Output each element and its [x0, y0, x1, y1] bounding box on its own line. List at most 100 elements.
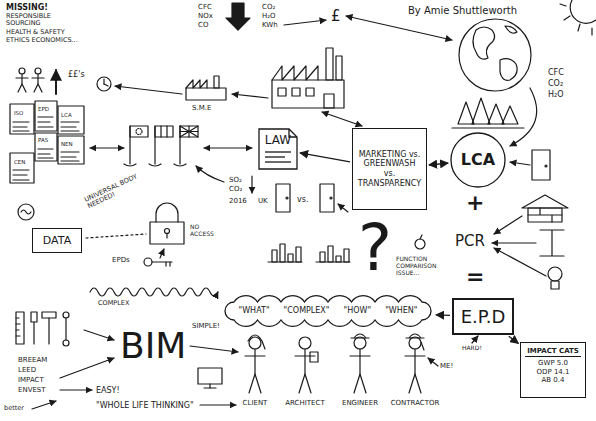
flow-arrow: [428, 358, 438, 366]
tools-sketch: [63, 340, 69, 346]
people-sketch: [350, 355, 370, 356]
stamp-sketch: [18, 204, 34, 220]
emission-label: NOx: [198, 12, 213, 20]
connector-arrow: [429, 163, 448, 165]
doors-sketch: [338, 204, 348, 212]
padlock-sketch: [150, 203, 184, 244]
pcr-label: PCR: [455, 233, 485, 250]
document-stack: [10, 101, 84, 183]
bar-charts: [296, 247, 301, 262]
up-arrow: [55, 70, 57, 94]
stick-figures: [37, 74, 38, 84]
people-sketch: [409, 374, 421, 393]
people-sketch: [304, 349, 305, 374]
building-icons: [492, 242, 536, 243]
bar-charts: [288, 254, 293, 262]
flow-arrow: [115, 86, 362, 126]
tools-sketch: [33, 322, 34, 344]
flow-arrow: [90, 147, 252, 148]
impact-table: IMPACT CATSGWP 5.0ODP 14.1AB 0.4: [520, 342, 586, 398]
document-label: EPD: [38, 106, 49, 112]
flow-arrow: [346, 16, 452, 40]
text-line: [265, 151, 291, 152]
globe-sketch: [473, 27, 495, 59]
document-stack: [35, 101, 57, 131]
role-label: ENGINEER: [342, 399, 378, 407]
flow-arrow: [84, 330, 114, 340]
stamp-sketch: [21, 210, 31, 214]
plus-sign: +: [466, 190, 484, 215]
flow-arrow: [90, 147, 124, 148]
flags-sketch: [180, 126, 198, 137]
sun-sketch: [570, 0, 596, 23]
small-factory-sketch: [214, 76, 219, 88]
people-sketch: [254, 349, 255, 374]
note-text: EASY!: [96, 386, 120, 395]
question-mark: ?: [358, 216, 392, 280]
flags-sketch: [155, 126, 173, 137]
role-label: ARCHITECT: [285, 399, 324, 407]
node-text: GWP 5.0: [525, 359, 581, 367]
role-label: CLIENT: [243, 399, 268, 407]
node-text: "HOW": [344, 306, 372, 316]
flags-sketch: [166, 126, 167, 137]
dotted-link: [86, 234, 146, 238]
emission-label: H₂O: [548, 90, 564, 99]
note-item: ETHICS ECONOMICS...: [6, 37, 78, 44]
document-stack: [10, 104, 34, 134]
people-sketch: [414, 349, 415, 374]
complex-scribble: [90, 288, 218, 296]
document-stack: [10, 153, 34, 183]
factory-sketch: [292, 88, 300, 96]
flow-arrow: [196, 166, 252, 193]
sme-label: S.M.E: [192, 104, 211, 112]
computer-sketch: [198, 368, 222, 384]
emission-label: CFC: [548, 68, 564, 77]
note-text: SIMPLE!: [192, 322, 220, 330]
people-sketch: [351, 334, 369, 338]
emission-label: H₂O: [262, 12, 276, 20]
factory-sketch: [324, 94, 334, 108]
trees-sketch: [502, 106, 518, 124]
factory-sketch: [272, 48, 344, 108]
sun-sketch: [560, 4, 566, 6]
stick-figures: [18, 84, 26, 92]
flow-arrow: [32, 330, 114, 409]
slogan-label: "WHOLE LIFE THINKING": [96, 401, 194, 410]
clock-sketch: [97, 77, 111, 91]
bar-charts: [272, 250, 277, 262]
thought-cloud: "WHAT""COMPLEX""HOW""WHEN": [222, 294, 434, 328]
people-sketch: [245, 334, 425, 393]
sun-sketch: [591, 28, 592, 35]
tools-sketch: [63, 312, 69, 318]
text-line: [265, 156, 285, 157]
bar-charts: [328, 246, 333, 262]
clock-sketch: [103, 79, 104, 84]
cloud-outline: [225, 296, 431, 327]
up-arrow: [55, 70, 56, 94]
document-stack: [61, 152, 79, 161]
connector-arrow: [300, 153, 350, 162]
flow-arrow: [196, 166, 224, 182]
node-text: MARKETING vs. GREENWASH vs. TRANSPARENCY: [358, 150, 421, 188]
people-sketch: [409, 337, 421, 349]
tools-sketch: [48, 318, 49, 344]
flow-arrow: [472, 336, 478, 343]
emission-label: CFC: [198, 3, 212, 11]
tool-label: IMPACT: [18, 376, 44, 384]
padlock-sketch: [156, 203, 178, 222]
key-sketch: [152, 261, 172, 262]
doors-sketch: [286, 197, 288, 199]
building-icons: [545, 165, 547, 167]
stick-figures: [19, 68, 25, 74]
text-line: [265, 161, 291, 162]
note-item: HEALTH & SAFETY: [6, 29, 65, 36]
flow-arrow: [251, 176, 252, 193]
down-arrow: [226, 3, 250, 30]
doors-sketch: [330, 197, 332, 199]
node-text: LCA: [461, 150, 495, 169]
building-icons: [551, 281, 559, 289]
stick-figures: [32, 77, 44, 78]
flags-sketch: [136, 129, 142, 135]
